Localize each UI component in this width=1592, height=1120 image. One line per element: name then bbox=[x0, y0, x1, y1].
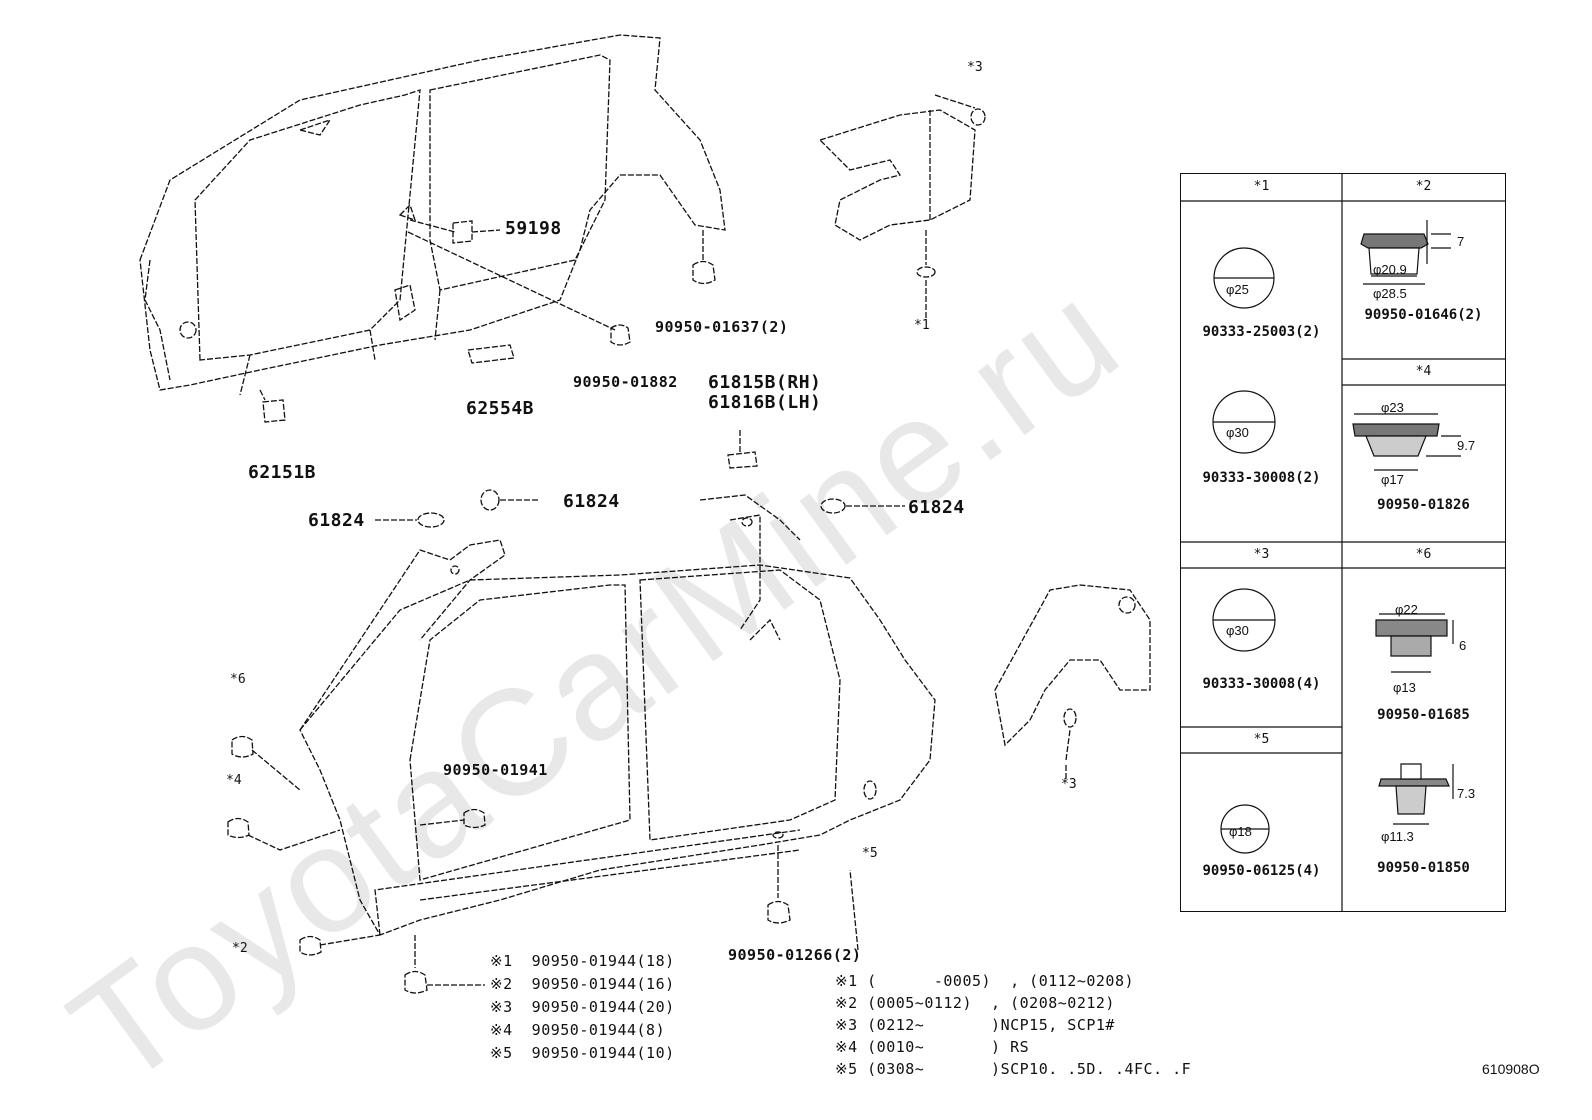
ref-star-2: *2 bbox=[232, 941, 248, 956]
dim-c2-in: φ20.9 bbox=[1373, 262, 1407, 277]
part-label-61824-left: 61824 bbox=[308, 510, 365, 531]
part-label-62554B: 62554B bbox=[466, 398, 535, 419]
upper-small-parts-drawing bbox=[259, 219, 716, 423]
dim-c1b: φ30 bbox=[1226, 425, 1249, 440]
dim-c6a-bot: φ13 bbox=[1393, 680, 1416, 695]
fastener-reference-table: *1 *2 *4 *3 *6 *5 φ25 90333-25003(2) φ30… bbox=[1180, 173, 1506, 912]
dim-c4-h: 9.7 bbox=[1457, 438, 1476, 453]
rear-wheelhouse-upper-drawing bbox=[818, 94, 986, 320]
pn-90950-06125: 90950-06125(4) bbox=[1202, 863, 1321, 879]
part-label-90950-01941: 90950-01941 bbox=[443, 761, 548, 779]
part-label-90950-01882: 90950-01882 bbox=[573, 373, 678, 391]
dim-c4-bot: φ17 bbox=[1381, 472, 1404, 487]
ref-star-5: *5 bbox=[862, 846, 878, 861]
legend-left-row: ※1 90950-01944(18) bbox=[490, 952, 675, 970]
part-label-61815B: 61815B(RH) bbox=[708, 372, 822, 393]
dim-c1a: φ25 bbox=[1226, 282, 1249, 297]
legend-right-row: ※1 ( -0005) , (0112~0208) bbox=[835, 972, 1135, 990]
pn-90950-01850: 90950-01850 bbox=[1377, 860, 1470, 876]
ref-star-4: *4 bbox=[226, 773, 242, 788]
ref-star-1: *1 bbox=[914, 318, 930, 333]
legend-right-row: ※4 (0010~ ) RS bbox=[835, 1038, 1030, 1056]
part-label-62151B: 62151B bbox=[248, 462, 317, 483]
dim-c3: φ30 bbox=[1226, 623, 1249, 638]
ref-star-6: *6 bbox=[230, 672, 246, 687]
dim-c2-h: 7 bbox=[1457, 234, 1465, 249]
ref-star-3-lower: *3 bbox=[1061, 777, 1077, 792]
part-label-61824-center: 61824 bbox=[563, 491, 620, 512]
pn-90333-30008-4: 90333-30008(4) bbox=[1202, 676, 1321, 692]
upper-side-panel-drawing bbox=[139, 34, 726, 396]
ref-star-3-upper: *3 bbox=[967, 60, 983, 75]
dim-c6a-h: 6 bbox=[1459, 638, 1467, 653]
legend-right-row: ※5 (0308~ )SCP10. .5D. .4FC. .F bbox=[835, 1060, 1192, 1078]
table-header-5: *5 bbox=[1253, 732, 1270, 747]
pn-90333-25003: 90333-25003(2) bbox=[1202, 324, 1321, 340]
part-label-90950-01637: 90950-01637(2) bbox=[655, 318, 789, 336]
part-label-61816B: 61816B(LH) bbox=[708, 392, 822, 413]
legend-right-row: ※3 (0212~ )NCP15, SCP1# bbox=[835, 1016, 1115, 1034]
lower-side-panel-drawing bbox=[299, 494, 936, 936]
dim-c6b-bot: φ11.3 bbox=[1381, 829, 1414, 844]
pn-90950-01646: 90950-01646(2) bbox=[1364, 307, 1483, 323]
pn-90950-01685: 90950-01685 bbox=[1377, 707, 1470, 723]
dim-c5: φ18 bbox=[1229, 824, 1252, 839]
dim-c2-out: φ28.5 bbox=[1373, 286, 1407, 301]
legend-left-row: ※2 90950-01944(16) bbox=[490, 975, 675, 993]
part-label-59198: 59198 bbox=[505, 218, 562, 239]
table-header-6: *6 bbox=[1415, 547, 1432, 562]
table-header-1: *1 bbox=[1253, 179, 1270, 194]
pn-90333-30008-2: 90333-30008(2) bbox=[1202, 470, 1321, 486]
table-header-3: *3 bbox=[1253, 547, 1270, 562]
legend-left-row: ※3 90950-01944(20) bbox=[490, 998, 675, 1016]
pn-90950-01826: 90950-01826 bbox=[1377, 497, 1470, 513]
dim-c4-top: φ23 bbox=[1381, 400, 1404, 415]
legend-right-row: ※2 (0005~0112) , (0208~0212) bbox=[835, 994, 1115, 1012]
rear-wheelhouse-lower-drawing bbox=[863, 584, 1151, 800]
diagram-code: 610908O bbox=[1482, 1061, 1540, 1077]
legend-left-row: ※5 90950-01944(10) bbox=[490, 1044, 675, 1062]
dim-c6a-top: φ22 bbox=[1395, 602, 1418, 617]
dim-c6b-h: 7.3 bbox=[1457, 786, 1476, 801]
part-label-90950-01266: 90950-01266(2) bbox=[728, 946, 862, 964]
legend-left-row: ※4 90950-01944(8) bbox=[490, 1021, 666, 1039]
lower-clips-drawing bbox=[227, 430, 1071, 994]
part-label-61824-right: 61824 bbox=[908, 497, 965, 518]
table-header-4: *4 bbox=[1415, 364, 1432, 379]
table-header-2: *2 bbox=[1415, 179, 1432, 194]
